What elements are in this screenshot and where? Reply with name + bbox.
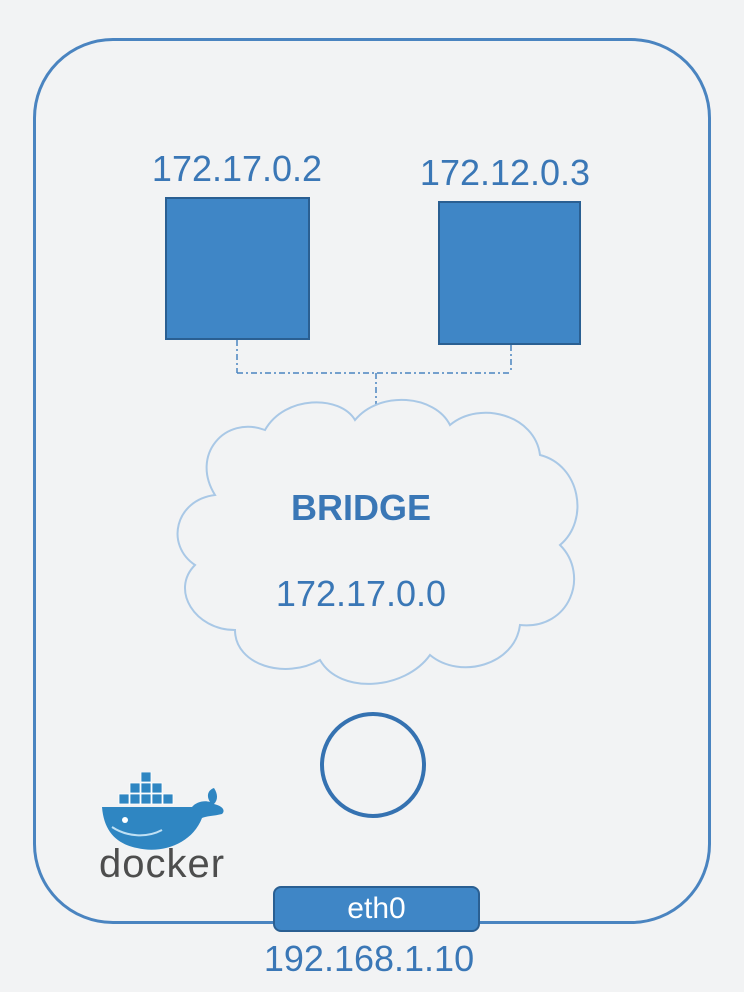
bridge-cloud-icon xyxy=(176,399,579,685)
docker-whale-icon xyxy=(102,772,224,850)
container-bridge-links xyxy=(236,340,512,405)
bridge-label: BRIDGE xyxy=(290,487,431,528)
eth0-interface: eth0 xyxy=(273,886,480,932)
container-2-box xyxy=(438,201,581,345)
bridge-ip-label: 172.17.0.0 xyxy=(275,573,447,614)
bridge-interface-circle xyxy=(320,712,426,818)
docker-logo-text: docker xyxy=(98,842,226,886)
container-2-ip-label: 172.12.0.3 xyxy=(419,152,591,193)
container-1-ip-label: 172.17.0.2 xyxy=(151,148,323,189)
container-1-box xyxy=(165,197,310,340)
host-ip-label: 192.168.1.10 xyxy=(263,938,475,979)
